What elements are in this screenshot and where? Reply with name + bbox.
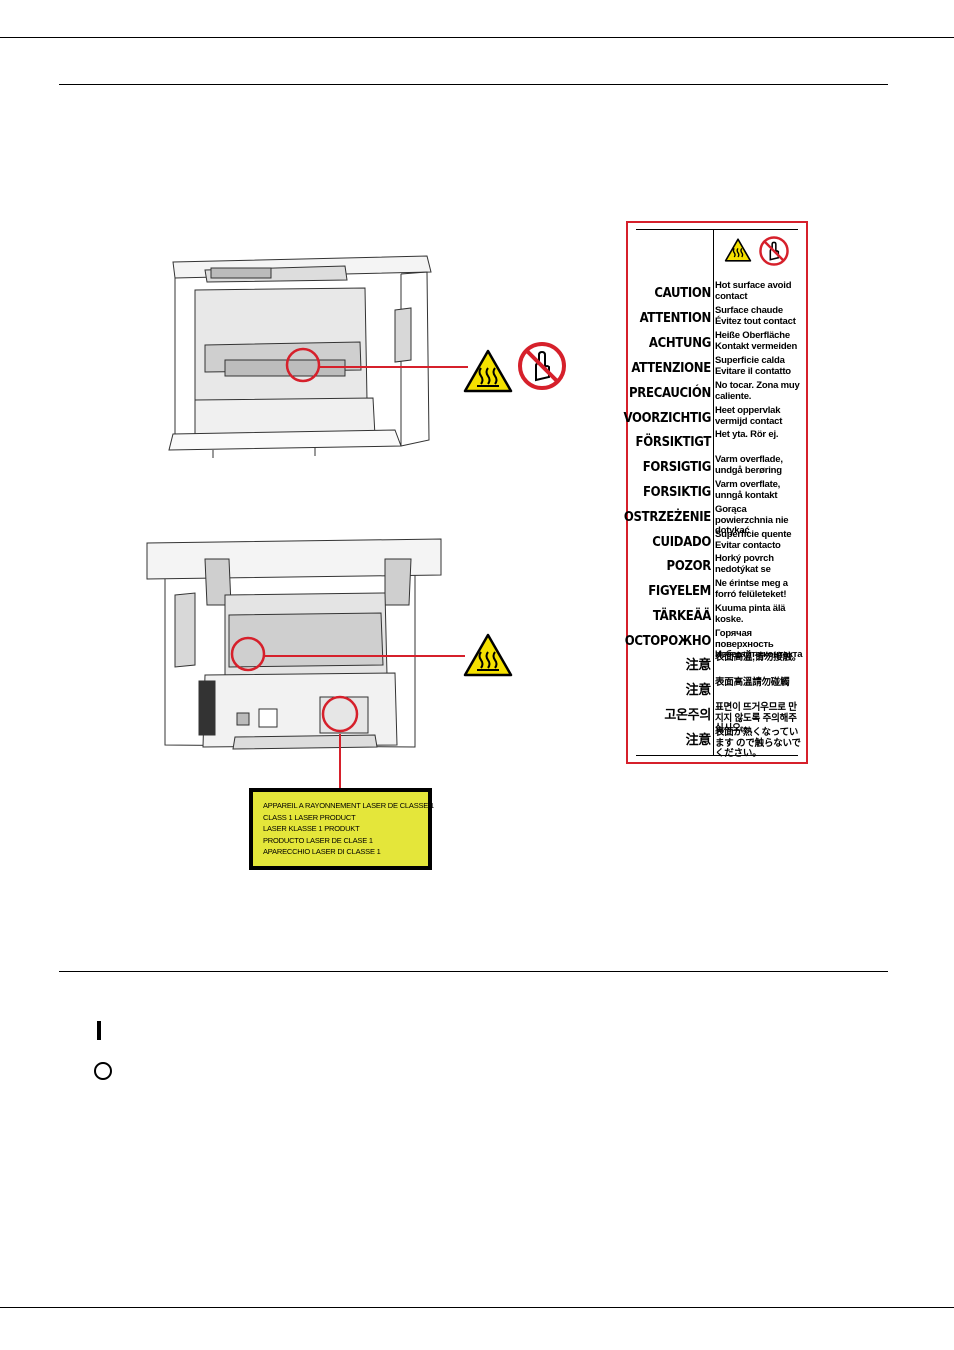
caution-text: Horký povrch nedotýkat se	[715, 553, 774, 575]
laser-product-label: APPAREIL A RAYONNEMENT LASER DE CLASSE 1…	[249, 788, 434, 870]
printer-rear-illustration	[146, 538, 442, 750]
fuser-callout-circle-rear	[230, 636, 266, 672]
caution-text: No tocar. Zona muy caliente.	[715, 380, 800, 402]
caution-text: Superficie calda Evitare il contatto	[715, 355, 791, 377]
label-do-not-touch-icon	[759, 236, 789, 266]
caution-text: 表面高溫請勿碰觸	[715, 677, 790, 688]
footer-rule	[0, 1307, 954, 1308]
rear-callout-line	[265, 655, 465, 657]
caution-word: FIGYELEM	[648, 584, 711, 599]
caution-text: 表面高温,请勿接触。	[715, 652, 802, 663]
caution-word: 注意	[685, 683, 712, 698]
caution-text: Varm overflate, unngå kontakt	[715, 479, 781, 501]
caution-word: CAUTION	[654, 286, 711, 301]
caution-text: Ne érintse meg a forró felületeket!	[715, 578, 788, 600]
caution-text: Het yta. Rör ej.	[715, 429, 779, 440]
caution-word: 注意	[685, 658, 712, 673]
caution-word: VOORZICHTIG	[623, 411, 711, 426]
hot-surface-warning-icon	[463, 349, 513, 393]
caution-word: FORSIKTIG	[642, 485, 711, 500]
caution-text: Superfície quente Evitar contacto	[715, 529, 792, 551]
section-rule-bottom	[59, 971, 888, 972]
caution-word: OSTRZEŻENIE	[623, 510, 711, 525]
laser-callout-line	[339, 734, 341, 790]
caution-word: ОСТОРОЖНО	[624, 634, 712, 649]
caution-text: Gorąca powierzchnia nie dotykać	[715, 504, 789, 536]
caution-text: Heiße Oberfläche Kontakt vermeiden	[715, 330, 798, 352]
laser-label-line: LASER KLASSE 1 PRODUKT	[263, 824, 360, 833]
caution-text: Surface chaude Évitez tout contact	[715, 305, 796, 327]
section-rule-top	[59, 84, 888, 85]
hot-surface-warning-icon-rear	[463, 633, 513, 677]
do-not-touch-icon	[518, 342, 566, 390]
caution-text: Hot surface avoid contact	[715, 280, 792, 302]
caution-text: Kuuma pinta älä koske.	[715, 603, 786, 625]
caution-word: FÖRSIKTIGT	[635, 435, 712, 450]
caution-word: POZOR	[666, 559, 712, 574]
caution-word: 고온주의	[664, 708, 711, 723]
laser-label-line: CLASS 1 LASER PRODUCT	[263, 812, 356, 822]
header-rule	[0, 37, 954, 38]
caution-word: TÄRKEÄÄ	[652, 609, 711, 624]
caution-word: PRECAUCIÓN	[629, 386, 711, 401]
caution-text: 표면이 뜨거우므로 만지지 않도록 주의해주십시오.	[715, 702, 797, 734]
laser-label-line: PRODUCTO LASER DE CLASE 1	[263, 835, 373, 845]
caution-text: Varm overflade, undgå berøring	[715, 454, 783, 476]
power-on-icon	[97, 1021, 101, 1040]
caution-text: 表面が熱くなっています ので触らないでください。	[715, 727, 801, 759]
caution-text: Heet oppervlak vermijd contact	[715, 405, 783, 427]
power-off-icon	[94, 1062, 112, 1080]
laser-callout-circle	[321, 695, 359, 733]
caution-word: CUIDADO	[652, 535, 711, 550]
caution-text: Горячая поверхность Избегайте контакта	[715, 628, 803, 660]
printer-front-illustration	[168, 255, 432, 458]
fuser-callout-circle-front	[285, 347, 321, 383]
laser-label-line: APPAREIL A RAYONNEMENT LASER DE CLASSE 1	[263, 801, 434, 810]
caution-word: ACHTUNG	[648, 336, 711, 351]
caution-word: ATTENTION	[639, 311, 712, 326]
front-callout-line	[320, 366, 468, 368]
caution-word: ATTENZIONE	[631, 361, 711, 376]
caution-word: 注意	[685, 733, 712, 748]
caution-word: FORSIGTIG	[642, 460, 712, 475]
label-hot-surface-icon	[724, 238, 752, 262]
laser-label-text: APPAREIL A RAYONNEMENT LASER DE CLASSE 1…	[253, 792, 434, 866]
laser-label-line: APARECCHIO LASER DI CLASSE 1	[263, 847, 381, 856]
